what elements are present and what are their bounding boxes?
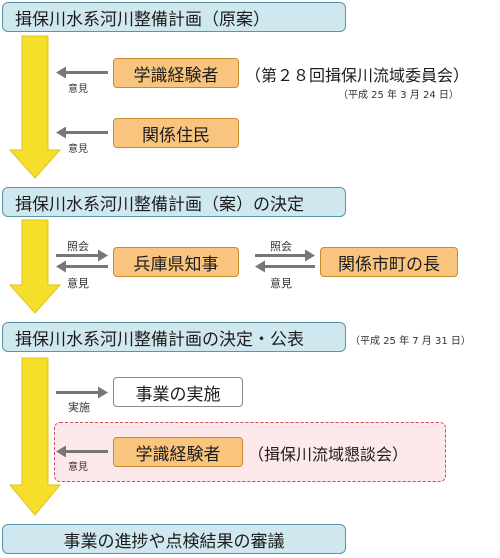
municipal-heads-box: 関係市町の長 [320,247,458,277]
inquiry-arrow-governor [56,249,108,262]
stage-review: 事業の進捗や点検結果の審議 [2,524,346,554]
stage-draft-label: 揖保川水系河川整備計画（原案） [15,9,270,30]
date-draft: （平成 25 年 3 月 24 日） [338,90,459,101]
experts-box: 学識経験者 [113,58,239,88]
experts-label: 学識経験者 [133,65,219,86]
opinion-label-experts: 意見 [68,84,88,95]
execution-label: 実施 [68,401,90,414]
stage-plan-decision: 揖保川水系河川整備計画（案）の決定 [2,187,346,217]
opinion-label-governor: 意見 [67,277,89,290]
residents-box: 関係住民 [113,118,239,148]
opinion-arrow-experts [56,66,108,79]
opinion-label-municipal: 意見 [270,277,292,290]
experts2-box: 学識経験者 [113,437,243,467]
opinion-arrow-governor [56,260,108,273]
stage-draft: 揖保川水系河川整備計画（原案） [2,2,346,32]
stage-plan-decision-label: 揖保川水系河川整備計画（案）の決定 [15,194,304,215]
implementation-label: 事業の実施 [135,384,221,405]
municipal-heads-label: 関係市町の長 [338,254,440,275]
down-arrow-1 [8,35,62,179]
stage-review-label: 事業の進捗や点検結果の審議 [63,531,285,552]
inquiry-label-governor: 照会 [67,240,89,253]
stage-final-decision: 揖保川水系河川整備計画の決定・公表 [2,322,346,352]
experts2-label: 学識経験者 [135,444,221,465]
opinion-label-experts2: 意見 [68,462,88,473]
inquiry-arrow-municipal [255,249,315,262]
down-arrow-2 [8,219,62,314]
stage-final-decision-label: 揖保川水系河川整備計画の決定・公表 [15,329,304,350]
opinion-arrow-municipal [255,260,315,273]
governor-box: 兵庫県知事 [113,247,239,277]
opinion-arrow-residents [56,126,108,139]
down-arrow-3 [8,357,62,516]
opinion-label-residents: 意見 [68,144,88,155]
date-final: （平成 25 年 7 月 31 日） [350,336,471,347]
round-table-name: （揖保川流域懇談会） [248,445,409,464]
committee-name: （第２８回揖保川流域委員会） [245,66,470,85]
residents-label: 関係住民 [142,125,210,146]
governor-label: 兵庫県知事 [133,254,219,275]
execution-arrow [56,386,108,399]
implementation-box: 事業の実施 [113,377,243,407]
inquiry-label-municipal: 照会 [270,240,292,253]
